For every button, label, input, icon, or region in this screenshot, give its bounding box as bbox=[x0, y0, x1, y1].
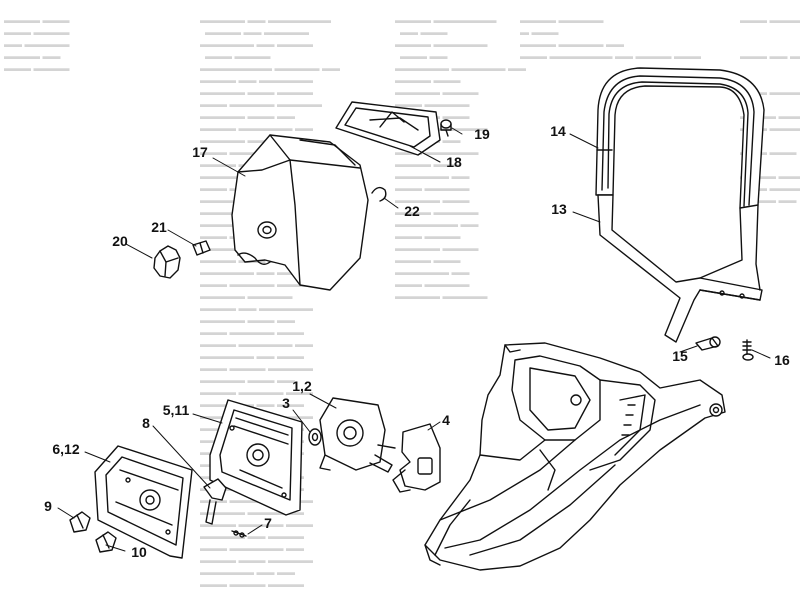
callout-leader-lines bbox=[57, 127, 771, 552]
callout-22: 22 bbox=[404, 203, 420, 219]
callout-13: 13 bbox=[551, 201, 567, 217]
filter-plate-part-5-11 bbox=[209, 399, 303, 516]
nut-part-21 bbox=[192, 240, 211, 256]
screw-part-15 bbox=[695, 336, 721, 351]
callout-6-12: 6,12 bbox=[52, 441, 80, 457]
clip-part-22 bbox=[371, 186, 387, 202]
callout-5-11: 5,11 bbox=[162, 402, 190, 418]
knob-part-20 bbox=[153, 245, 181, 279]
carburetor-part bbox=[319, 397, 396, 473]
callout-15: 15 bbox=[672, 348, 688, 364]
callout-19: 19 bbox=[474, 126, 490, 142]
bolt-part-16 bbox=[742, 339, 754, 361]
callout-18: 18 bbox=[446, 154, 462, 170]
intake-boot-part-4 bbox=[392, 423, 441, 493]
callout-20: 20 bbox=[112, 233, 128, 249]
callout-16: 16 bbox=[774, 352, 790, 368]
callout-7: 7 bbox=[264, 515, 272, 531]
handle-bar-part-14 bbox=[595, 67, 765, 209]
callout-9: 9 bbox=[44, 498, 52, 514]
air-filter-cover-part bbox=[231, 134, 369, 291]
choke-lever-part-8 bbox=[203, 478, 227, 525]
cover-plate-part bbox=[335, 101, 441, 156]
gasket-part-3 bbox=[308, 428, 322, 446]
base-plate-part-6-12 bbox=[94, 445, 193, 559]
pin-part-7 bbox=[231, 530, 247, 538]
callout-17: 17 bbox=[192, 144, 208, 160]
callout-4: 4 bbox=[442, 412, 450, 428]
callout-21: 21 bbox=[151, 219, 167, 235]
plug-part-9 bbox=[69, 511, 91, 533]
screw-part-19 bbox=[440, 119, 452, 137]
callout-8: 8 bbox=[142, 415, 150, 431]
callout-3: 3 bbox=[282, 395, 290, 411]
plug-part-10 bbox=[95, 531, 117, 553]
rear-handle-housing bbox=[424, 342, 726, 571]
callout-1-2: 1,2 bbox=[292, 378, 312, 394]
handle-bar-part-13 bbox=[597, 194, 763, 343]
callout-10: 10 bbox=[131, 544, 147, 560]
callout-14: 14 bbox=[550, 123, 566, 139]
